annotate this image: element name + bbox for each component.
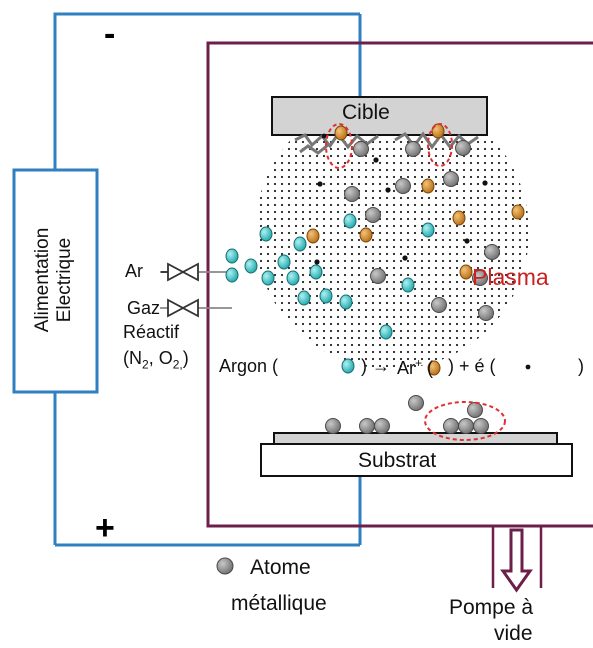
substrate-block [260, 443, 573, 477]
equation-ar-paren: ( [427, 358, 434, 378]
target-label: Cible [342, 101, 390, 124]
equation-argon: Argon ( [219, 356, 279, 376]
electrons [314, 133, 531, 370]
reactive-formula: (N2, O2,) [123, 348, 189, 372]
plasma-region [255, 95, 529, 369]
equation-ar-ion: Ar+ ( [397, 356, 433, 379]
power-supply-label: Alimentation Electrique [32, 169, 78, 391]
equation-plus-e: ) + é ( [448, 356, 496, 376]
reactif-label: Réactif [123, 322, 180, 342]
legend-ion-dot [427, 360, 441, 376]
formula-o-sub: 2, [172, 357, 183, 372]
power-circuit [53, 12, 362, 547]
plasma-dots [255, 95, 529, 369]
equation-ar-sup: + [415, 356, 423, 370]
target-block [271, 96, 488, 136]
ar-label: Ar [125, 261, 143, 281]
power-supply-line1: Alimentation [32, 227, 53, 333]
substrate-label: Substrat [358, 449, 437, 472]
legend-electron-dot [525, 364, 531, 370]
vacuum-chamber [206, 41, 593, 528]
legend-line1: Atome [250, 556, 311, 579]
pump-arrow-icon [500, 528, 533, 593]
equation-ar: Ar [397, 358, 415, 378]
ar-valve [160, 262, 228, 282]
legend-argon-dot [341, 358, 355, 374]
formula-close: ) [182, 348, 189, 368]
legend-line2: métallique [231, 592, 327, 615]
pump-outlet [491, 526, 543, 593]
metallic-atoms [216, 140, 500, 575]
pump-line1: Pompe à [449, 596, 534, 619]
argon-atoms [225, 213, 435, 374]
pump-line2: vide [494, 622, 533, 645]
power-supply-line2: Electrique [54, 237, 75, 323]
plasma-label: Plasma [472, 264, 549, 290]
target-erosion [294, 131, 479, 155]
equation-close: ) [578, 356, 584, 376]
power-supply-box [12, 168, 99, 394]
formula-mid: , O [148, 348, 173, 368]
equation-arrow: ) → [361, 356, 390, 376]
negative-terminal: - [104, 15, 116, 53]
positive-terminal: + [95, 509, 115, 547]
formula-open: (N [123, 348, 142, 368]
chamber-wall [206, 41, 593, 528]
circuit-wire-top-left [53, 12, 60, 170]
argon-ions [306, 123, 525, 376]
reactive-gas-valve [160, 298, 232, 318]
formula-n-sub: 2 [142, 357, 149, 372]
legend-metal-dot [216, 557, 234, 575]
highlight-ellipses [325, 123, 506, 441]
gaz-label: Gaz [127, 298, 161, 318]
